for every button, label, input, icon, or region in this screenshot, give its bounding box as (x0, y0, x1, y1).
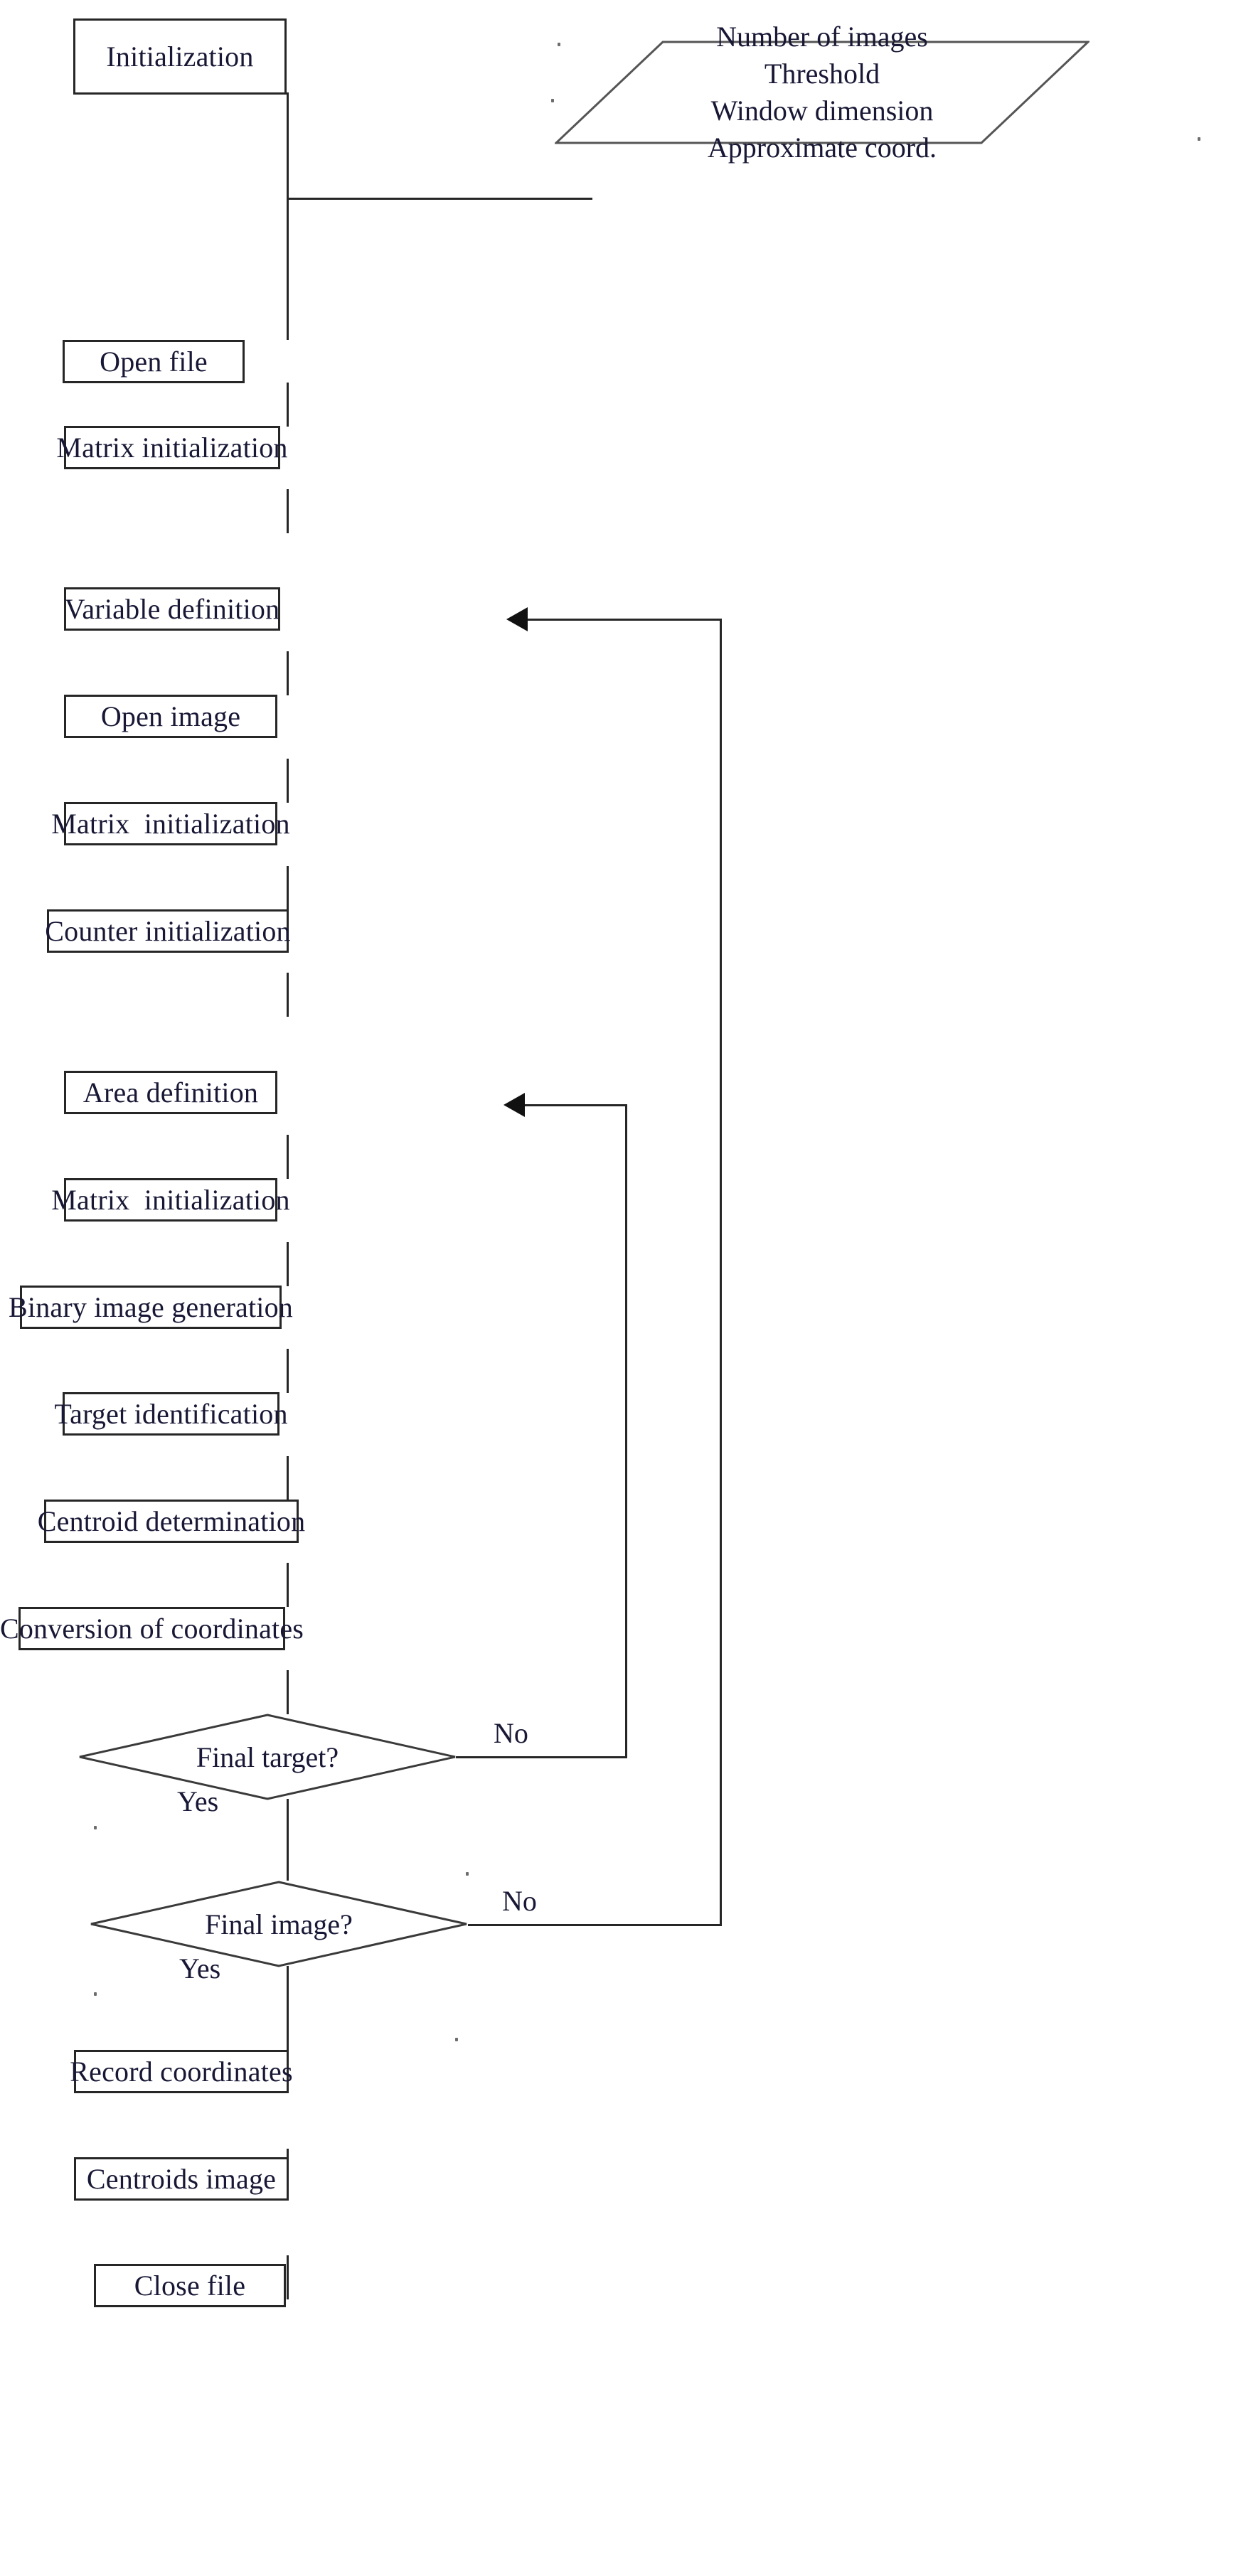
scan-speck (551, 99, 554, 102)
node-close-file[interactable]: Close file (94, 2264, 286, 2307)
scan-speck (1198, 137, 1200, 141)
connector-final-target-yes-to-final-image (287, 1799, 289, 1881)
node-counter-init[interactable]: Counter initialization (45, 909, 291, 953)
node-final-target[interactable]: Final target? (78, 1714, 457, 1800)
node-centroids-image[interactable]: Centroids image (74, 2157, 289, 2201)
connector-initialization-to-open-file (287, 198, 289, 340)
node-centroid-det[interactable]: Centroid determination (38, 1500, 305, 1543)
connector-final-image-no-horizontal (468, 1924, 722, 1926)
connector-counter-init-to-area-definition (287, 973, 289, 1017)
arrowhead-into-area-definition (504, 1093, 525, 1117)
connector-matrix-init-3-to-binary-image (287, 1242, 289, 1286)
node-target-id[interactable]: Target identification (54, 1392, 287, 1436)
connector-final-image-yes-to-record-coords (287, 1966, 289, 2050)
parallelogram-shape (555, 41, 1090, 144)
connector-final-target-no-horizontal (456, 1756, 627, 1758)
connector-matrix-init-1-to-variable-definition (287, 489, 289, 533)
node-area-definition[interactable]: Area definition (64, 1071, 277, 1114)
scan-speck (466, 1872, 469, 1876)
connector-initialization-to-input (287, 198, 592, 200)
connector-binary-image-to-target-id (287, 1349, 289, 1393)
diamond-shape (90, 1881, 467, 1967)
node-open-file[interactable]: Open file (63, 340, 245, 383)
connector-centroids-image-to-close-file (287, 2255, 289, 2299)
edge-label-final-target-no: No (494, 1717, 528, 1749)
scan-speck (94, 1992, 97, 1996)
scan-speck (558, 43, 560, 46)
node-matrix-init-1[interactable]: Matrix initialization (56, 426, 287, 469)
connector-open-file-to-matrix-init-1 (287, 383, 289, 427)
node-record-coords[interactable]: Record coordinates (70, 2050, 293, 2093)
node-input-parameters[interactable]: Number of images Threshold Window dimens… (555, 21, 1090, 164)
arrowhead-into-variable-definition (506, 607, 528, 631)
connector-matrix-init-2-to-counter-init (287, 866, 289, 910)
connector-final-image-no-vertical (720, 619, 722, 1926)
connector-final-image-no-into-variable (528, 619, 722, 621)
connector-conversion-coords-to-final-target (287, 1670, 289, 1714)
scan-speck (455, 2038, 458, 2041)
edge-label-final-image-no: No (502, 1885, 537, 1917)
connector-final-target-no-into-area (525, 1104, 627, 1106)
connector-initialization-down (287, 92, 289, 199)
node-matrix-init-2[interactable]: Matrix initialization (51, 802, 290, 845)
connector-target-id-to-centroid-det (287, 1456, 289, 1500)
node-variable-definition[interactable]: Variable definition (64, 587, 280, 631)
edge-label-final-target-yes: Yes (177, 1785, 219, 1817)
connector-open-image-to-matrix-init-2 (287, 759, 289, 803)
connector-final-target-no-vertical (625, 1104, 627, 1758)
node-matrix-init-3[interactable]: Matrix initialization (51, 1178, 290, 1222)
diamond-shape (79, 1714, 456, 1800)
node-conversion-coords[interactable]: Conversion of coordinates (0, 1607, 304, 1650)
node-binary-image[interactable]: Binary image generation (9, 1286, 293, 1329)
scan-speck (94, 1826, 97, 1829)
node-open-image[interactable]: Open image (64, 695, 277, 738)
node-final-image[interactable]: Final image? (90, 1881, 468, 1967)
node-initialization[interactable]: Initialization (73, 18, 287, 95)
connector-centroid-det-to-conversion-coords (287, 1563, 289, 1607)
connector-area-definition-to-matrix-init-3 (287, 1135, 289, 1179)
connector-variable-definition-to-open-image (287, 651, 289, 695)
edge-label-final-image-yes: Yes (179, 1952, 221, 1984)
